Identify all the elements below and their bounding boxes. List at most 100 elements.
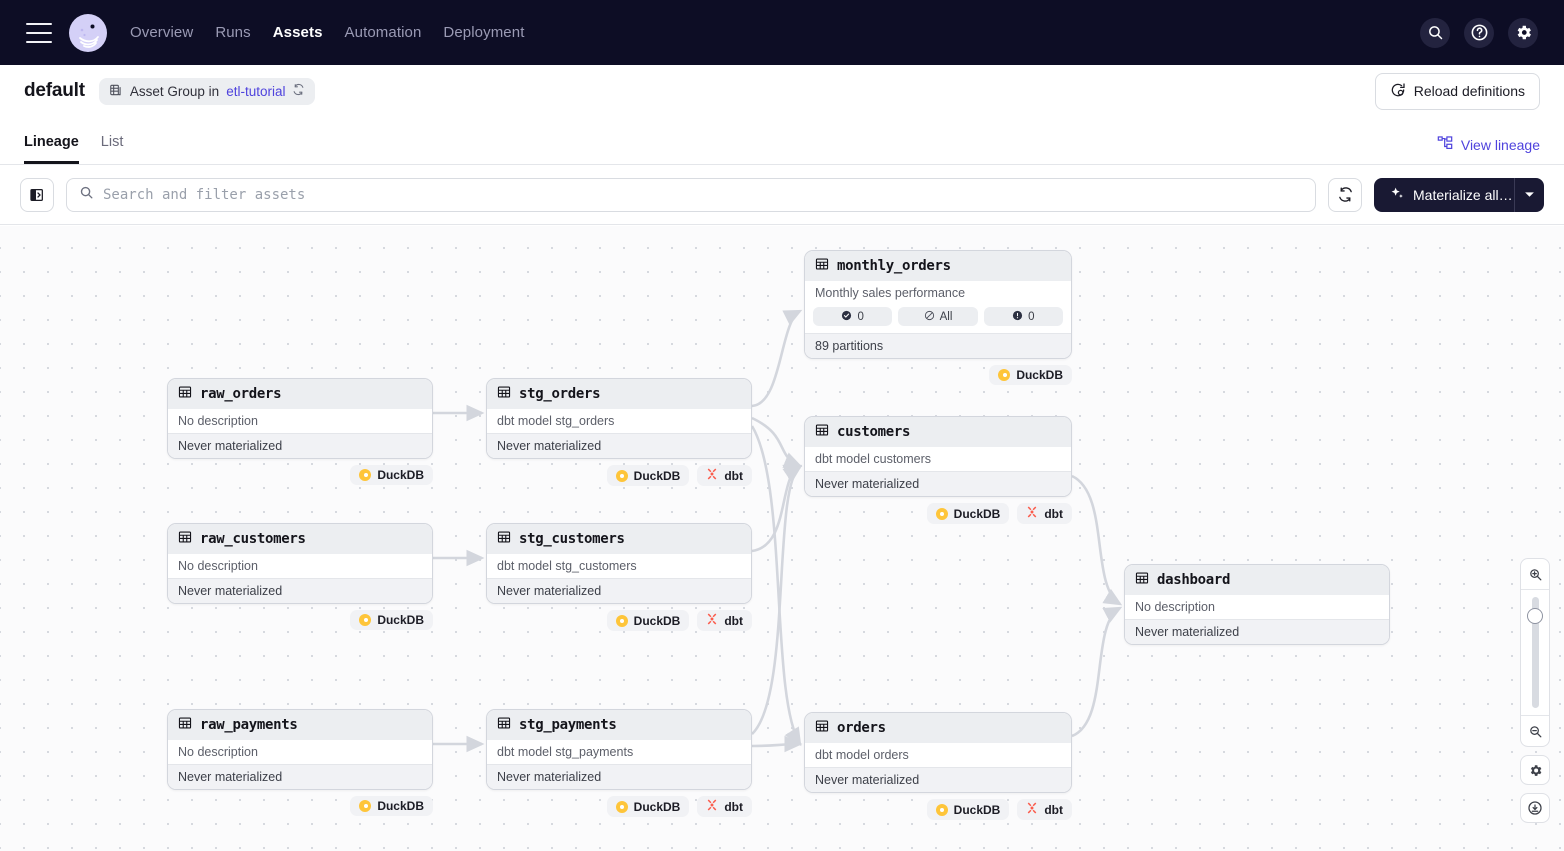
duckdb-icon bbox=[935, 507, 948, 520]
tag-duckdb[interactable]: DuckDB bbox=[350, 796, 433, 816]
zoom-in-icon[interactable] bbox=[1520, 559, 1550, 589]
nav-link-overview[interactable]: Overview bbox=[130, 24, 194, 41]
search-box[interactable] bbox=[66, 177, 1316, 212]
asset-group-icon bbox=[109, 83, 123, 100]
graph-settings-gear-icon[interactable] bbox=[1520, 755, 1550, 785]
materialize-dropdown-caret[interactable] bbox=[1514, 177, 1544, 212]
tabs: Lineage List bbox=[24, 117, 123, 164]
asset-node-dashboard[interactable]: dashboard No description Never materiali… bbox=[1124, 564, 1390, 645]
table-icon bbox=[178, 716, 192, 734]
dagster-logo-icon[interactable] bbox=[68, 13, 108, 53]
asset-node-title: customers bbox=[837, 424, 911, 440]
help-icon[interactable] bbox=[1464, 17, 1494, 48]
tag-duckdb[interactable]: DuckDB bbox=[989, 365, 1072, 385]
asset-node-raw-customers[interactable]: raw_customers No description Never mater… bbox=[167, 523, 433, 630]
zoom-slider-thumb[interactable] bbox=[1527, 608, 1543, 624]
asset-node-header: monthly_orders bbox=[805, 251, 1071, 281]
asset-node-tags: DuckDB bbox=[167, 796, 433, 816]
tag-dbt[interactable]: dbt bbox=[1017, 503, 1072, 524]
tag-duckdb[interactable]: DuckDB bbox=[350, 465, 433, 485]
status-chip-missing[interactable]: All bbox=[898, 307, 978, 326]
tag-duckdb[interactable]: DuckDB bbox=[606, 465, 690, 486]
tag-dbt[interactable]: dbt bbox=[697, 465, 752, 486]
refresh-icon[interactable] bbox=[1328, 177, 1362, 212]
zoom-slider[interactable] bbox=[1520, 590, 1550, 715]
tag-duckdb[interactable]: DuckDB bbox=[926, 503, 1010, 524]
asset-node-title: stg_orders bbox=[519, 386, 601, 402]
asset-node-monthly-orders[interactable]: monthly_orders Monthly sales performance… bbox=[804, 250, 1072, 385]
tag-duckdb[interactable]: DuckDB bbox=[350, 610, 433, 630]
tag-label: DuckDB bbox=[633, 799, 681, 814]
status-chip-label: All bbox=[939, 310, 953, 323]
asset-node-orders[interactable]: orders dbt model orders Never materializ… bbox=[804, 712, 1072, 820]
asset-group-badge[interactable]: Asset Group in etl-tutorial bbox=[98, 77, 316, 105]
divider bbox=[1521, 715, 1549, 716]
asset-node-tags: DuckDB bbox=[804, 365, 1072, 385]
tag-label: DuckDB bbox=[377, 613, 424, 627]
table-icon bbox=[497, 716, 511, 734]
nav-link-deployment[interactable]: Deployment bbox=[443, 24, 525, 41]
nav-link-automation[interactable]: Automation bbox=[344, 24, 422, 41]
table-icon bbox=[815, 719, 829, 737]
zoom-controls bbox=[1520, 558, 1550, 823]
menu-icon[interactable] bbox=[26, 22, 52, 43]
status-chip-failed[interactable]: 0 bbox=[983, 307, 1063, 326]
asset-node-description: Monthly sales performance bbox=[805, 281, 1071, 305]
materialize-all-button[interactable]: Materialize all… bbox=[1374, 177, 1514, 212]
nav-link-runs[interactable]: Runs bbox=[215, 24, 251, 41]
search-icon[interactable] bbox=[1420, 17, 1450, 48]
asset-node-status: Never materialized bbox=[487, 433, 751, 458]
view-lineage-link[interactable]: View lineage bbox=[1437, 136, 1540, 164]
asset-node-tags: DuckDB dbt bbox=[486, 796, 752, 817]
tag-duckdb[interactable]: DuckDB bbox=[926, 799, 1010, 820]
zoom-slider-track bbox=[1531, 597, 1539, 708]
refresh-group-icon[interactable] bbox=[292, 83, 305, 99]
table-icon bbox=[497, 530, 511, 548]
table-icon bbox=[1135, 571, 1149, 589]
asset-node-description: No description bbox=[168, 740, 432, 764]
asset-node-title: raw_customers bbox=[200, 531, 306, 547]
alert-circle-icon bbox=[1012, 310, 1023, 324]
asset-group-prefix: Asset Group in bbox=[129, 83, 220, 99]
divider bbox=[1521, 589, 1549, 590]
duckdb-icon bbox=[615, 614, 628, 627]
asset-node-header: raw_orders bbox=[168, 379, 432, 409]
duckdb-icon bbox=[935, 803, 948, 816]
status-chip-label: 0 bbox=[857, 310, 864, 323]
asset-node-raw-payments[interactable]: raw_payments No description Never materi… bbox=[167, 709, 433, 816]
asset-node-box: raw_orders No description Never material… bbox=[167, 378, 433, 459]
zoom-stack bbox=[1520, 558, 1550, 747]
zoom-to-fit-icon[interactable] bbox=[1520, 793, 1550, 823]
tab-list[interactable]: List bbox=[100, 134, 124, 150]
top-navbar: Overview Runs Assets Automation Deployme… bbox=[0, 0, 1564, 65]
expand-panel-icon[interactable] bbox=[20, 177, 54, 212]
asset-node-header: customers bbox=[805, 417, 1071, 447]
nav-links: Overview Runs Assets Automation Deployme… bbox=[130, 24, 524, 41]
asset-node-stg-orders[interactable]: stg_orders dbt model stg_orders Never ma… bbox=[486, 378, 752, 486]
tag-dbt[interactable]: dbt bbox=[697, 610, 752, 631]
status-chip-materialized[interactable]: 0 bbox=[813, 307, 893, 326]
asset-node-title: raw_orders bbox=[200, 386, 282, 402]
gear-icon[interactable] bbox=[1508, 17, 1538, 48]
tag-dbt[interactable]: dbt bbox=[697, 796, 752, 817]
asset-node-customers[interactable]: customers dbt model customers Never mate… bbox=[804, 416, 1072, 524]
dbt-icon bbox=[706, 799, 718, 814]
lineage-canvas[interactable]: monthly_orders Monthly sales performance… bbox=[0, 226, 1564, 851]
nav-link-assets[interactable]: Assets bbox=[272, 24, 323, 41]
duckdb-icon bbox=[615, 469, 628, 482]
tag-duckdb[interactable]: DuckDB bbox=[606, 610, 690, 631]
nav-actions bbox=[1420, 17, 1546, 48]
zoom-out-icon[interactable] bbox=[1520, 716, 1550, 746]
reload-definitions-button[interactable]: Reload definitions bbox=[1374, 72, 1540, 110]
graph-toolbar: Materialize all… bbox=[0, 165, 1564, 225]
tab-lineage[interactable]: Lineage bbox=[24, 134, 79, 164]
asset-node-description: dbt model orders bbox=[805, 743, 1071, 767]
asset-group-link[interactable]: etl-tutorial bbox=[226, 83, 286, 99]
tag-duckdb[interactable]: DuckDB bbox=[606, 796, 690, 817]
asset-node-stg-payments[interactable]: stg_payments dbt model stg_payments Neve… bbox=[486, 709, 752, 817]
tag-dbt[interactable]: dbt bbox=[1017, 799, 1072, 820]
asset-node-raw-orders[interactable]: raw_orders No description Never material… bbox=[167, 378, 433, 485]
asset-node-stg-customers[interactable]: stg_customers dbt model stg_customers Ne… bbox=[486, 523, 752, 631]
search-input[interactable] bbox=[103, 186, 1303, 203]
asset-node-title: orders bbox=[837, 720, 886, 736]
